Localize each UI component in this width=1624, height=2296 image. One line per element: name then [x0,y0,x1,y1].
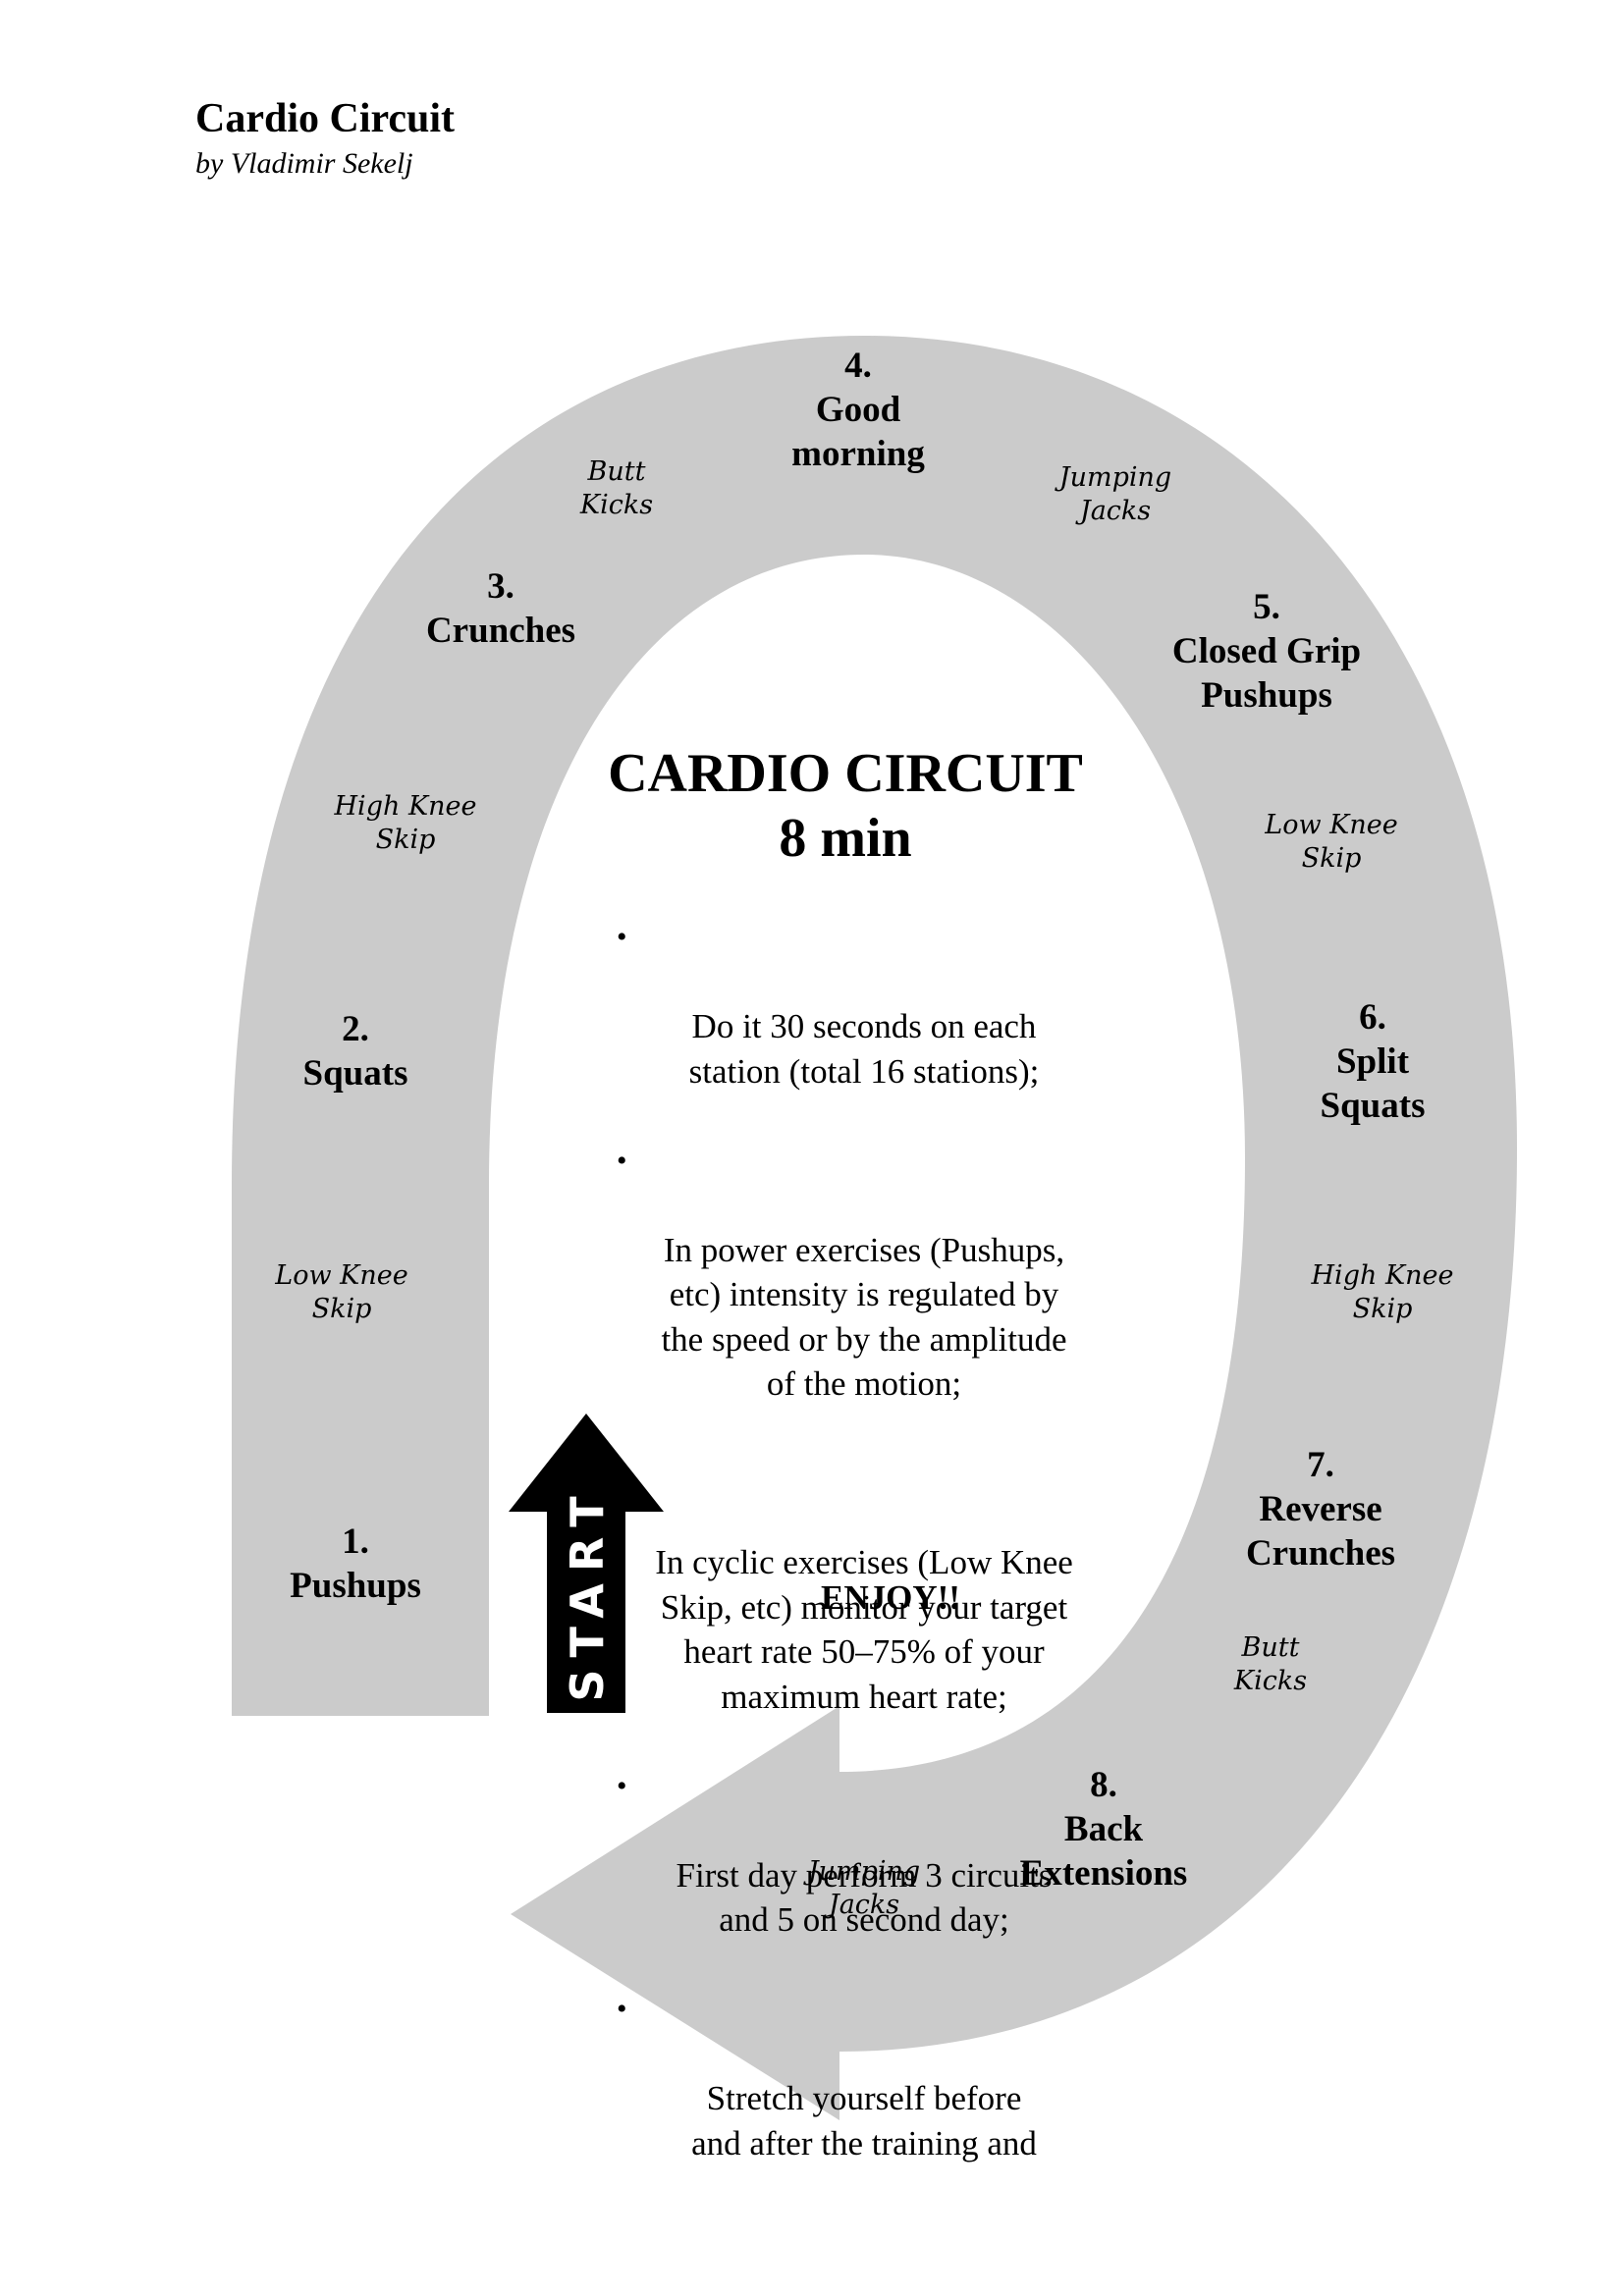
transition-6-line-2: Skip [1352,1294,1413,1324]
station-6-name-line-2: Squats [1320,1086,1426,1126]
circuit-track [232,336,1517,2120]
rule-text: Do it 30 seconds on each station (total … [688,1007,1040,1091]
transition-4: Jumping Jacks [1059,461,1171,528]
center-title-line-2: 8 min [779,808,912,869]
transition-2-line-1: High Knee [334,791,477,822]
station-1-number: 1. [342,1522,369,1562]
transition-7: Butt Kicks [1234,1631,1307,1698]
station-5-name-line-2: Pushups [1201,675,1332,716]
station-4-number: 4. [844,346,872,386]
station-8-name-line-2: Extensions [1019,1853,1188,1894]
station-1: 1. Pushups [290,1520,421,1608]
station-5-number: 5. [1253,587,1280,627]
station-6-number: 6. [1359,997,1386,1038]
station-7-number: 7. [1307,1445,1334,1485]
transition-5: Low Knee Skip [1265,809,1397,876]
bullet-icon: • [617,1457,627,1489]
station-3-number: 3. [487,566,514,607]
station-3-name: Crunches [425,611,576,651]
transition-3-line-1: Butt [587,456,646,487]
rule-text: In cyclic exercises (Low Knee Skip, etc)… [655,1543,1073,1716]
rule-text: First day perform 3 circuits and 5 on se… [676,1855,1053,1940]
station-6-name-line-1: Split [1335,1041,1410,1082]
bullet-icon: • [617,1993,627,2025]
transition-3-line-2: Kicks [579,490,654,520]
bullet-icon: • [617,1144,627,1177]
rule-item: • Do it 30 seconds on each station (tota… [589,915,1139,1139]
transition-8: Jumping Jacks [808,1855,920,1922]
start-arrow [509,1414,664,1713]
rule-item: • Stretch yourself before and after the … [589,1987,1139,2211]
station-7-name-line-2: Crunches [1245,1533,1396,1574]
station-2-name: Squats [302,1053,408,1094]
station-5-name-line-1: Closed Grip [1171,631,1362,671]
rule-text: In power exercises (Pushups, etc) intens… [661,1230,1067,1404]
center-title-line-1: CARDIO CIRCUIT [608,743,1083,804]
station-8-number: 8. [1090,1765,1117,1805]
rules-list: • Do it 30 seconds on each station (tota… [589,915,1139,2211]
bullet-icon: • [617,1769,627,1802]
transition-1-line-1: Low Knee [275,1260,408,1291]
station-5: 5. Closed Grip Pushups [1172,585,1361,718]
document-author: by Vladimir Sekelj [195,147,413,180]
transition-6: High Knee Skip [1312,1259,1454,1326]
center-title: CARDIO CIRCUIT 8 min [608,741,1083,871]
rule-text: Stretch yourself before and after the tr… [691,2079,1037,2163]
station-4-name-line-2: morning [791,434,925,474]
rule-item: • In power exercises (Pushups, etc) inte… [589,1139,1139,1452]
rule-item: • First day perform 3 circuits and 5 on … [589,1764,1139,1988]
station-7: 7. Reverse Crunches [1246,1443,1395,1575]
bullet-icon: • [617,921,627,953]
transition-6-line-1: High Knee [1311,1260,1454,1291]
transition-8-line-2: Jacks [828,1890,900,1920]
transition-4-line-2: Jacks [1079,496,1152,526]
transition-2-line-2: Skip [375,825,436,855]
station-4-name-line-1: Good [815,390,901,430]
station-4: 4. Good morning [791,344,925,476]
station-3: 3. Crunches [426,564,575,653]
transition-5-line-1: Low Knee [1265,810,1398,840]
transition-8-line-1: Jumping [807,1856,921,1887]
enjoy-text: ENJOY!! [821,1578,960,1617]
rule-item: • In cyclic exercises (Low Knee Skip, et… [589,1451,1139,1764]
transition-1: Low Knee Skip [275,1259,407,1326]
station-8: 8. Back Extensions [1020,1763,1188,1896]
station-1-name: Pushups [290,1566,421,1606]
transition-3: Butt Kicks [580,455,653,522]
station-2-number: 2. [342,1009,369,1049]
transition-2: High Knee Skip [335,790,477,857]
transition-4-line-1: Jumping [1058,462,1172,493]
transition-1-line-2: Skip [311,1294,372,1324]
transition-5-line-2: Skip [1301,843,1362,874]
document-title: Cardio Circuit [195,96,456,141]
station-8-name-line-1: Back [1063,1809,1144,1849]
station-7-name-line-1: Reverse [1259,1489,1382,1529]
transition-7-line-2: Kicks [1233,1666,1308,1696]
station-2: 2. Squats [303,1007,408,1095]
transition-7-line-1: Butt [1241,1632,1300,1663]
station-6: 6. Split Squats [1321,995,1426,1128]
